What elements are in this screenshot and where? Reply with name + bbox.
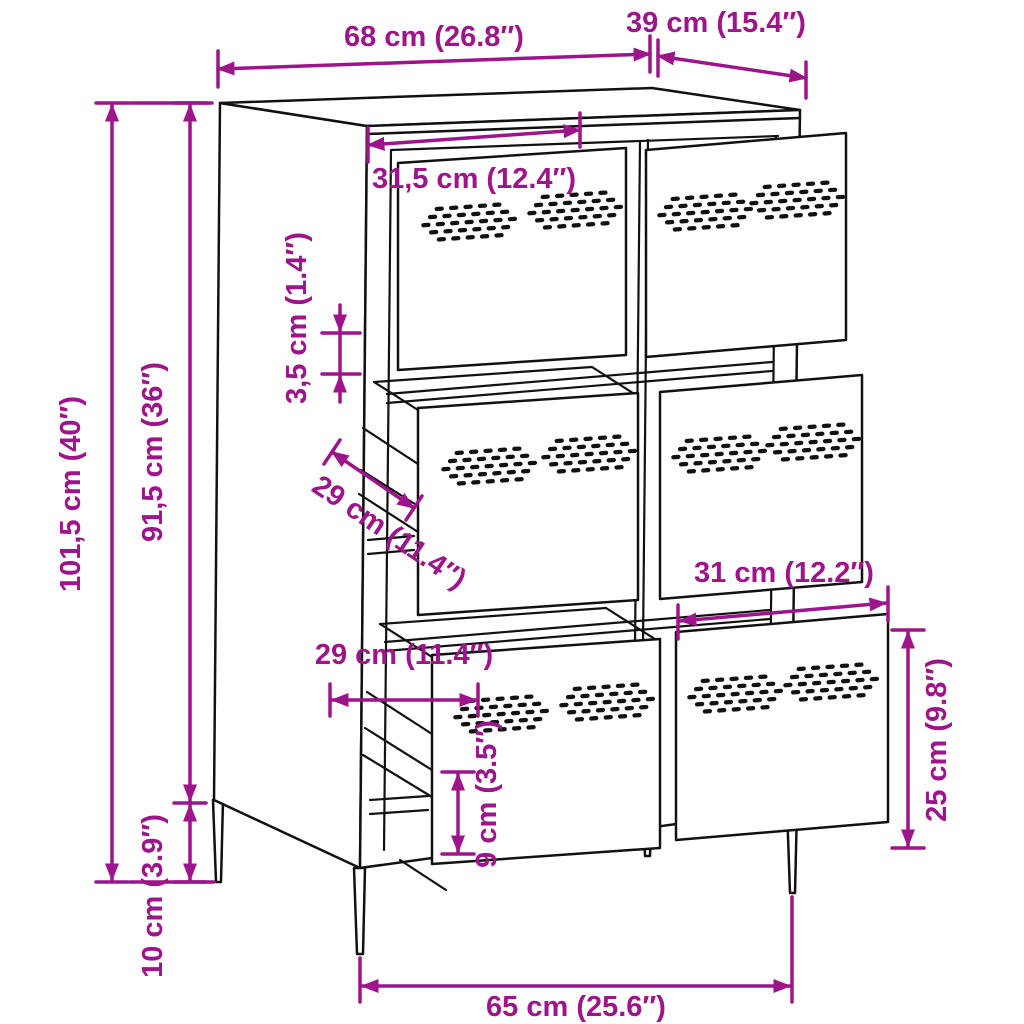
drawer-slide-line bbox=[368, 808, 430, 816]
drawer-slide-line bbox=[368, 794, 430, 802]
cabinet-drawing bbox=[211, 86, 890, 956]
open-drawer-box-middle-left bbox=[357, 365, 638, 556]
drawer-slide-line bbox=[398, 858, 448, 892]
drawer-box-rim-line bbox=[378, 622, 434, 659]
dim-label-top-depth: 39 cm (15.4″) bbox=[626, 7, 806, 39]
drawer-front-bottom-right bbox=[674, 612, 890, 842]
dim-drawer-depth-middle bbox=[322, 438, 424, 522]
dim-label-drawer-front-height: 25 cm (9.8″) bbox=[921, 658, 953, 822]
dim-base-width bbox=[358, 895, 794, 1004]
dimension-line bbox=[678, 597, 888, 627]
drawer-slide-line bbox=[361, 753, 434, 799]
dim-body-height bbox=[172, 101, 208, 805]
drawer-box-rim-line bbox=[372, 365, 594, 384]
dimension-line bbox=[656, 51, 808, 83]
drawer-rail-line bbox=[385, 369, 774, 405]
dim-drawer-depth-bottom bbox=[328, 682, 480, 718]
open-drawer-box-bottom-left bbox=[361, 606, 660, 892]
drawer-box-rim-line bbox=[372, 380, 420, 412]
dim-label-body-height: 91,5 cm (36″) bbox=[137, 362, 169, 542]
drawer-box-rim-line bbox=[378, 606, 608, 626]
drawer-front-top-right bbox=[644, 131, 848, 359]
drawer-front-middle-right bbox=[658, 373, 864, 601]
dim-drawer-width-bottom-right bbox=[676, 585, 890, 641]
dim-label-drawer-opening-width: 31,5 cm (12.4″) bbox=[372, 163, 576, 195]
dimension-line bbox=[366, 124, 582, 151]
drawer-rail-line bbox=[385, 360, 774, 396]
dimension-line bbox=[330, 450, 416, 510]
dim-drawer-opening-width bbox=[366, 111, 582, 164]
cabinet-leg-front-left bbox=[352, 866, 367, 956]
dim-label-leg-height: 10 cm (3.9″) bbox=[137, 814, 169, 978]
dim-label-top-width: 68 cm (26.8″) bbox=[344, 21, 524, 53]
dim-label-drawer-side-height: 9 cm (3.5″) bbox=[471, 720, 503, 868]
dimension-line bbox=[216, 47, 652, 76]
dim-label-drawer-width-bottom-right: 31 cm (12.2″) bbox=[694, 557, 874, 589]
dim-leg-height bbox=[172, 803, 208, 884]
dim-label-rail-gap-height: 3,5 cm (1.4″) bbox=[281, 232, 313, 404]
drawer-box-rim-line bbox=[604, 606, 660, 643]
dim-top-width bbox=[216, 34, 652, 89]
dim-top-depth bbox=[656, 38, 808, 100]
drawer-slide-line bbox=[366, 548, 416, 556]
dimension-tick bbox=[404, 494, 424, 522]
dim-rail-gap-height bbox=[320, 303, 362, 404]
drawer-slide-line bbox=[366, 534, 416, 542]
dimension-tick bbox=[322, 438, 342, 466]
dim-label-total-height: 101,5 cm (40″) bbox=[55, 396, 87, 592]
cabinet-leg-back-left bbox=[211, 798, 225, 884]
drawer-front-bottom-left bbox=[430, 637, 662, 866]
dimension-annotations bbox=[94, 34, 926, 1004]
dim-drawer-side-height bbox=[440, 770, 476, 856]
drawer-slide-line bbox=[363, 726, 434, 772]
drawer-box-rim-line bbox=[590, 365, 638, 397]
dim-label-drawer-depth-bottom: 29 cm (11.4″) bbox=[315, 639, 493, 671]
dim-label-base-width: 65 cm (25.6″) bbox=[486, 991, 666, 1023]
dim-drawer-front-height bbox=[890, 628, 926, 850]
